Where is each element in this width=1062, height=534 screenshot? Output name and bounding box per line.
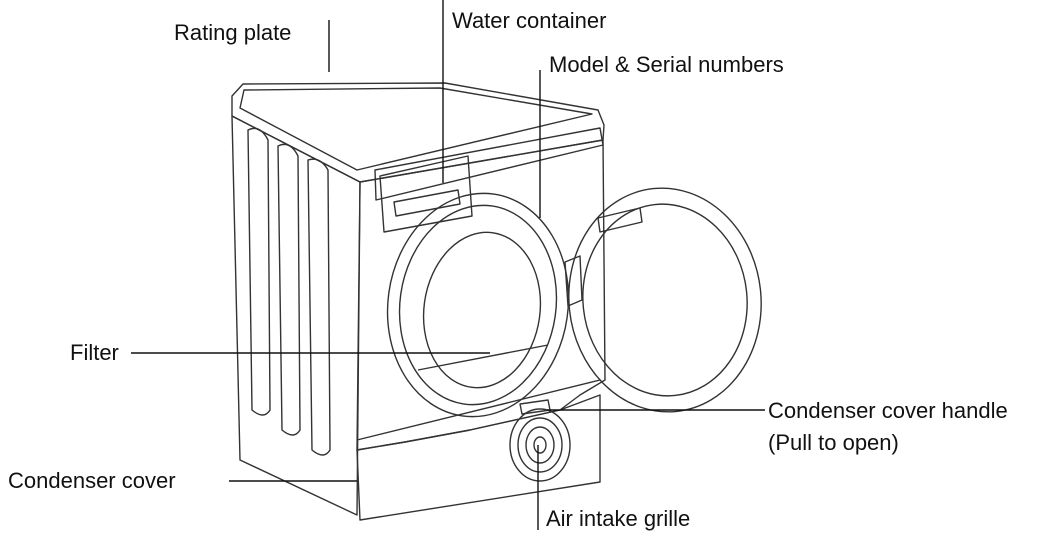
label-condenser-cover-handle: Condenser cover handle — [768, 398, 1008, 423]
cabinet-top-inner — [239, 87, 593, 171]
open-door — [568, 187, 762, 413]
label-filter: Filter — [70, 340, 119, 365]
label-air-intake-grille: Air intake grille — [546, 506, 691, 531]
label-rating-plate: Rating plate — [174, 20, 292, 45]
label-pull-to-open: (Pull to open) — [768, 430, 899, 455]
label-condenser-cover: Condenser cover — [8, 468, 176, 493]
label-model-serial: Model & Serial numbers — [549, 52, 784, 77]
door-opening — [386, 192, 570, 418]
plinth — [356, 394, 601, 521]
condenser-handle-shape — [519, 399, 551, 415]
water-container-drawer — [379, 155, 473, 233]
control-panel — [374, 127, 604, 201]
air-intake-grille — [509, 408, 571, 482]
label-water-container: Water container — [452, 8, 607, 33]
